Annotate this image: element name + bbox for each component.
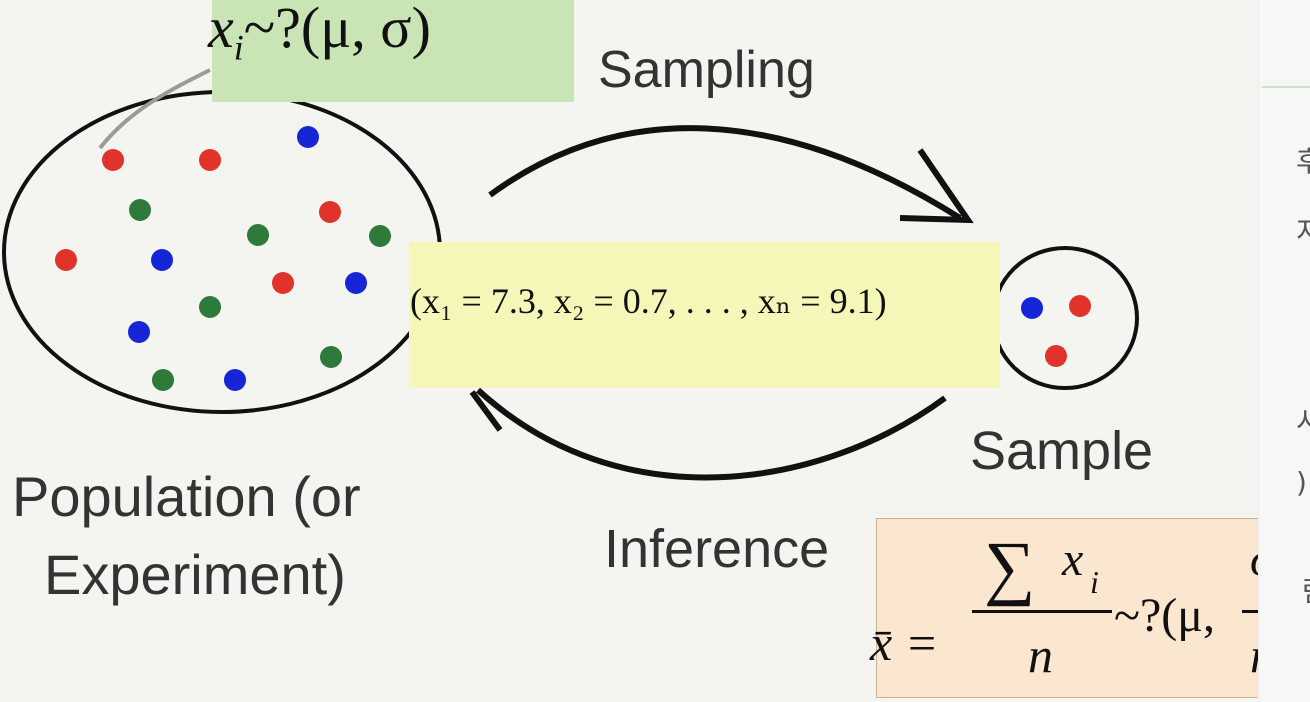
mean-numerator-x: x <box>1062 533 1084 586</box>
side-glyph-2: 지 <box>1296 215 1310 248</box>
population-sub: i <box>233 27 244 68</box>
population-dot-5 <box>319 201 341 223</box>
mean-sum-symbol: ∑ <box>984 527 1036 607</box>
side-glyph-3: 시 <box>1296 405 1310 438</box>
population-dot-4 <box>129 199 151 221</box>
population-formula-box <box>212 0 574 102</box>
mean-lhs: x̄ = <box>870 615 939 671</box>
sampling-arrow <box>488 125 962 221</box>
sample-dot-3 <box>1045 345 1067 367</box>
population-dot-6 <box>247 224 269 246</box>
population-dot-3 <box>297 126 319 148</box>
population-label-line2: Experiment) <box>44 543 346 606</box>
population-dot-8 <box>55 249 77 271</box>
pointer-line <box>98 68 211 150</box>
mean-denominator-n: n <box>1028 627 1053 683</box>
population-distribution-formula: xi~?(μ, σ) <box>208 0 431 69</box>
population-dot-13 <box>128 321 150 343</box>
population-dot-9 <box>151 249 173 271</box>
sample-dot-1 <box>1021 297 1043 319</box>
sample-values-box <box>409 242 1000 388</box>
population-dot-14 <box>320 346 342 368</box>
sample-values-formula: (x₁ = 7.3, x₂ = 0.7, . . . , xₙ = 9.1) <box>410 281 887 321</box>
mean-numerator-i: i <box>1090 564 1099 600</box>
population-dot-7 <box>369 225 391 247</box>
population-rest: ~?(μ, σ) <box>243 0 431 60</box>
population-dot-10 <box>272 272 294 294</box>
population-dot-16 <box>224 369 246 391</box>
sample-mean-box <box>876 518 1306 698</box>
population-dot-12 <box>199 296 221 318</box>
inference-label: Inference <box>604 519 830 579</box>
population-dot-15 <box>152 369 174 391</box>
mean-fraction-bar <box>972 610 1112 613</box>
side-glyph-4: ) <box>1296 466 1307 499</box>
population-dot-2 <box>199 149 221 171</box>
inference-arrowhead <box>469 390 503 432</box>
population-var: x <box>208 0 234 60</box>
sample-ellipse <box>991 246 1139 390</box>
population-dot-1 <box>102 149 124 171</box>
mean-distribution: ~?(μ, <box>1114 589 1215 642</box>
sample-label: Sample <box>970 421 1154 481</box>
side-panel <box>1258 0 1310 702</box>
sample-dot-2 <box>1069 295 1091 317</box>
population-dot-11 <box>345 272 367 294</box>
population-label-line1: Population (or <box>12 465 361 528</box>
side-panel-rule <box>1262 86 1310 88</box>
inference-arrow <box>475 387 947 481</box>
side-glyph-1: 후 <box>1296 145 1310 178</box>
side-glyph-5: 람 <box>1302 570 1310 610</box>
sample-mean-formula: x̄ = ∑ x i n ~?(μ, σ n ) <box>870 518 1304 696</box>
sampling-arrowhead <box>899 148 974 224</box>
sampling-label: Sampling <box>598 41 815 99</box>
